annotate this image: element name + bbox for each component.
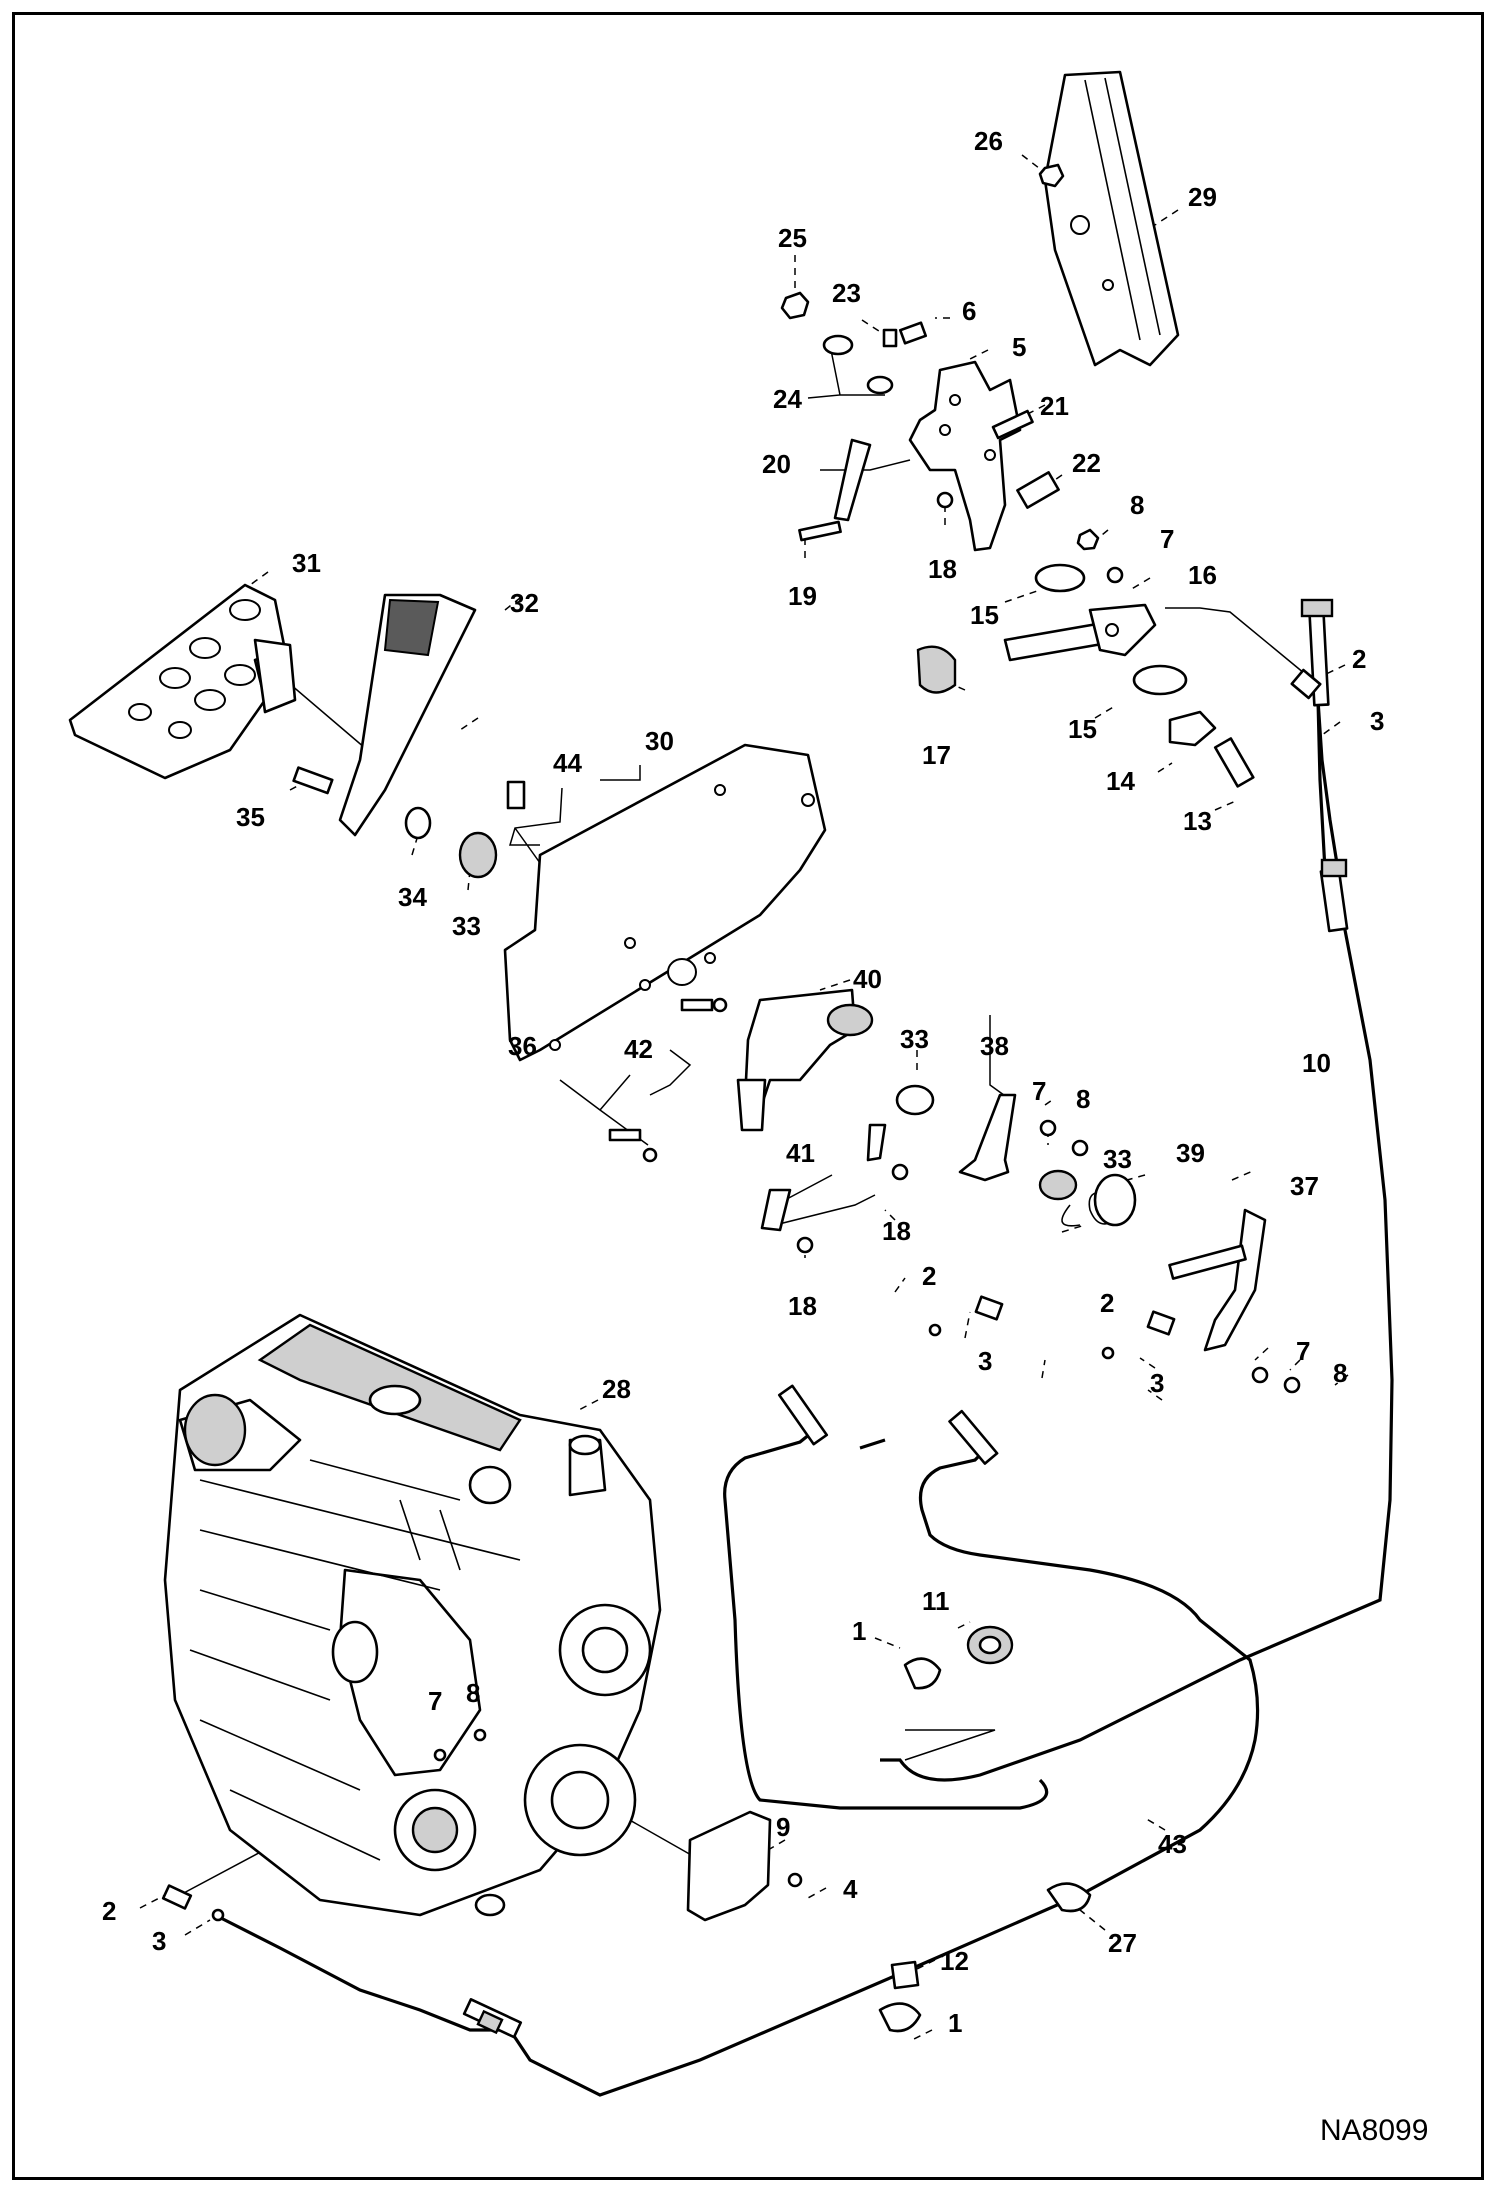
- mounting-rail: [1038, 70, 1180, 367]
- callout-8a: 8: [1130, 490, 1144, 520]
- callout-39: 39: [1176, 1138, 1205, 1168]
- callout-24: 24: [773, 384, 802, 414]
- callout-9: 9: [776, 1812, 790, 1842]
- callout-1b: 1: [948, 2008, 962, 2038]
- callout-30: 30: [645, 726, 674, 756]
- plate-assembly: [503, 743, 1301, 1394]
- callout-3a: 3: [1370, 706, 1384, 736]
- callout-37: 37: [1290, 1171, 1319, 1201]
- callout-20: 20: [762, 449, 791, 479]
- lower-parts: [161, 1625, 1092, 2033]
- callout-8b: 8: [1076, 1084, 1090, 1114]
- callout-36: 36: [508, 1031, 537, 1061]
- callout-34: 34: [398, 882, 427, 912]
- callout-2c: 2: [1100, 1288, 1114, 1318]
- cables: [214, 699, 1394, 2097]
- engine: [163, 1313, 662, 1917]
- callout-19: 19: [788, 581, 817, 611]
- callout-4: 4: [843, 1874, 858, 1904]
- callout-7a: 7: [1160, 524, 1174, 554]
- callout-32: 32: [510, 588, 539, 618]
- callout-6: 6: [962, 296, 976, 326]
- callout-33b: 33: [900, 1024, 929, 1054]
- pedal-bracket-upper: [780, 291, 1322, 788]
- callout-22: 22: [1072, 448, 1101, 478]
- callout-27: 27: [1108, 1928, 1137, 1958]
- callout-2d: 2: [102, 1896, 116, 1926]
- callout-labels: 26 29 25 23 6 5 24 21 20 22 8 19 18 7 16…: [102, 126, 1384, 2038]
- drawing-code: NA8099: [1320, 2114, 1428, 2147]
- callout-17: 17: [922, 740, 951, 770]
- callout-1a: 1: [852, 1616, 866, 1646]
- callout-21: 21: [1040, 391, 1069, 421]
- callout-12: 12: [940, 1946, 969, 1976]
- callout-8d: 8: [466, 1678, 480, 1708]
- callout-18a: 18: [928, 554, 957, 584]
- callout-16: 16: [1188, 560, 1217, 590]
- callout-41: 41: [786, 1138, 815, 1168]
- callout-5: 5: [1012, 332, 1026, 362]
- callout-40: 40: [853, 964, 882, 994]
- callout-14: 14: [1106, 766, 1135, 796]
- callout-44: 44: [553, 748, 582, 778]
- callout-31: 31: [292, 548, 321, 578]
- callout-25: 25: [778, 223, 807, 253]
- callout-23: 23: [832, 278, 861, 308]
- callout-11: 11: [922, 1586, 950, 1616]
- callout-38: 38: [980, 1031, 1009, 1061]
- callout-2a: 2: [1352, 644, 1366, 674]
- callout-18c: 18: [788, 1291, 817, 1321]
- callout-7d: 7: [428, 1686, 442, 1716]
- callout-13: 13: [1183, 806, 1212, 836]
- callout-35: 35: [236, 802, 265, 832]
- callout-10: 10: [1302, 1048, 1331, 1078]
- callout-2b: 2: [922, 1261, 936, 1291]
- callout-3c: 3: [1150, 1368, 1164, 1398]
- callout-42: 42: [624, 1034, 653, 1064]
- callout-28: 28: [602, 1374, 631, 1404]
- callout-3d: 3: [152, 1926, 166, 1956]
- callout-26: 26: [974, 126, 1003, 156]
- callout-15b: 15: [1068, 714, 1097, 744]
- callout-33c: 33: [1103, 1144, 1132, 1174]
- callout-29: 29: [1188, 182, 1217, 212]
- callout-7c: 7: [1296, 1336, 1310, 1366]
- callout-8c: 8: [1333, 1358, 1347, 1388]
- callout-15a: 15: [970, 600, 999, 630]
- callout-33a: 33: [452, 911, 481, 941]
- callout-18b: 18: [882, 1216, 911, 1246]
- callout-43: 43: [1158, 1829, 1187, 1859]
- pedal-assembly: [68, 583, 498, 879]
- callout-3b: 3: [978, 1346, 992, 1376]
- callout-7b: 7: [1032, 1076, 1046, 1106]
